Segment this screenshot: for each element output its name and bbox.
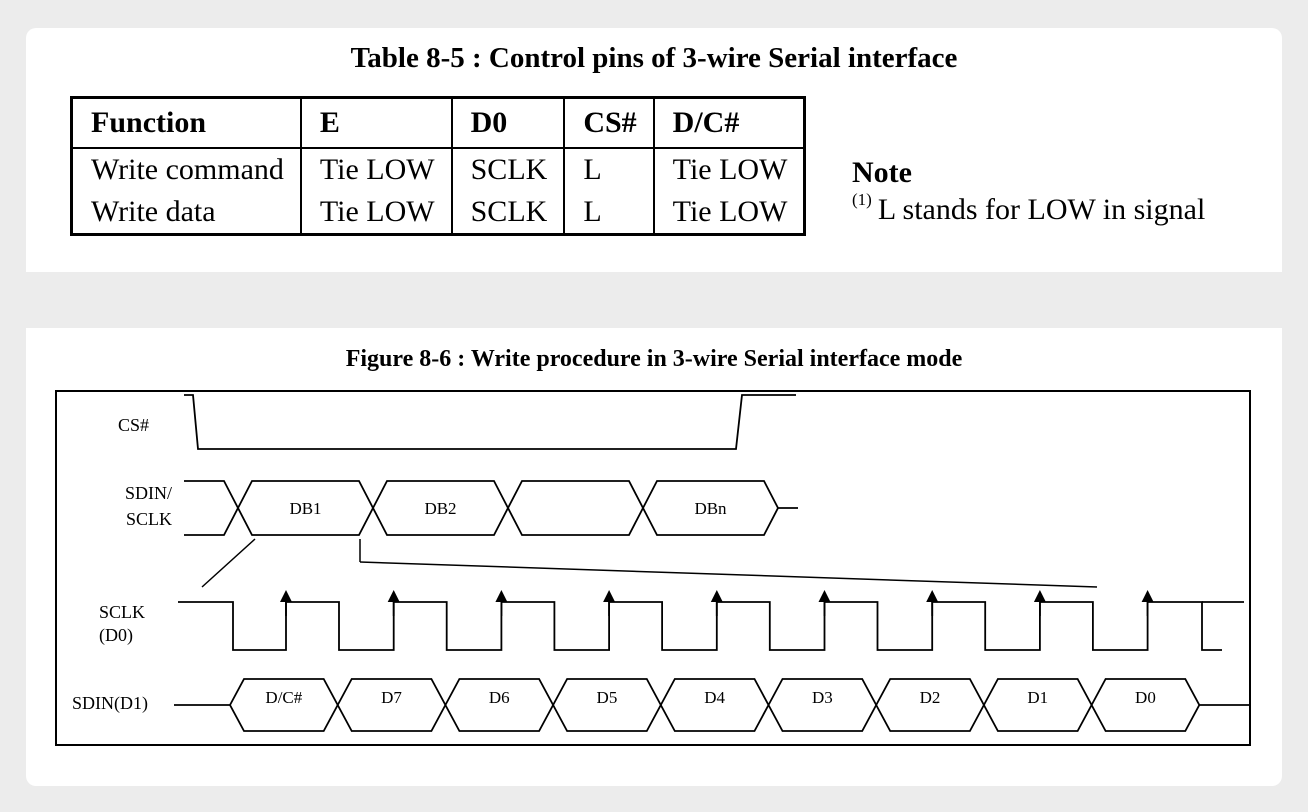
header-cs: CS# [563, 97, 655, 149]
sclk-edge-arrow [280, 590, 292, 602]
bit-label: D3 [812, 688, 833, 707]
bus-lead-bottom [184, 507, 239, 536]
zoom-guide-left [201, 538, 256, 588]
figure-card: Figure 8-6 : Write procedure in 3-wire S… [26, 328, 1282, 786]
header-e: E [299, 97, 453, 149]
control-pins-table: Function E D0 CS# D/C# Write command Tie… [69, 96, 807, 236]
sclk-edge-arrow [495, 590, 508, 602]
sclk-edge-arrow [818, 590, 831, 602]
sdin-d1-label: SDIN(D1) [72, 693, 148, 714]
sclk-edge-arrow [926, 590, 939, 602]
note-superscript: (1) [852, 190, 872, 209]
bit-label: D6 [489, 688, 510, 707]
cell-dc: Tie LOW [652, 148, 807, 191]
cell-e: Tie LOW [299, 191, 453, 235]
cell-dc: Tie LOW [652, 191, 807, 235]
bit-label: D5 [597, 688, 618, 707]
bit-label: D0 [1135, 688, 1156, 707]
sclk-line [178, 601, 1222, 651]
cell-function: Write data [69, 191, 302, 235]
table-title: Table 8-5 : Control pins of 3-wire Seria… [350, 42, 958, 74]
bus-byte-label: DBn [694, 499, 727, 518]
bit-label: D2 [920, 688, 941, 707]
sclk-edge-arrow [387, 590, 400, 602]
timing-diagram: CS# SDIN/ SCLK SCLK (D0) SDIN(D1) DB1 DB2… [55, 390, 1251, 746]
header-d0: D0 [450, 97, 566, 149]
table-card: Table 8-5 : Control pins of 3-wire Seria… [26, 28, 1282, 272]
cell-d0: SCLK [450, 191, 566, 235]
bit-label: D/C# [265, 688, 302, 707]
sdin-sclk-label-1: SDIN/ [125, 483, 172, 503]
cs-label: CS# [118, 415, 149, 435]
table-note: Note (1) L stands for LOW in signal [852, 156, 1205, 227]
bus-byte-label: DB2 [424, 499, 456, 518]
sclk-edge-arrow [710, 590, 723, 602]
cell-e: Tie LOW [299, 148, 453, 191]
cell-function: Write command [69, 148, 302, 191]
note-title: Note [852, 156, 912, 189]
cell-cs: L [563, 148, 655, 191]
bit-label: D4 [704, 688, 725, 707]
cs-waveform [184, 394, 796, 450]
bus-byte-shape [506, 480, 645, 536]
cell-cs: L [563, 191, 655, 235]
table-row: Write data Tie LOW SCLK L Tie LOW [69, 191, 807, 235]
bit-label: D7 [381, 688, 402, 707]
note-text: L stands for LOW in signal [877, 193, 1206, 226]
sclk-label-1: SCLK [99, 602, 145, 622]
sclk-edge-arrow [1033, 590, 1046, 602]
table-row: Write command Tie LOW SCLK L Tie LOW [69, 148, 807, 191]
cell-d0: SCLK [450, 148, 566, 191]
diagram-frame [55, 390, 1251, 746]
sdin-sclk-bus: DB1 DB2 DBn [184, 480, 798, 536]
sdin-d1-bits: D/C# D7 D6 D5 D4 D3 D2 D1 D0 [174, 678, 1250, 732]
sclk-edge-arrow [603, 590, 616, 602]
table-header-row: Function E D0 CS# D/C# [69, 97, 807, 149]
bus-byte-label: DB1 [289, 499, 321, 518]
sclk-waveform [178, 590, 1244, 651]
note-body: (1) L stands for LOW in signal [852, 190, 1205, 227]
sclk-edge-arrow [1141, 590, 1154, 602]
bus-lead-top [184, 480, 239, 509]
header-function: Function [69, 97, 302, 149]
zoom-guide-right [359, 561, 1098, 588]
header-dc: D/C# [652, 97, 807, 149]
figure-title: Figure 8-6 : Write procedure in 3-wire S… [345, 346, 963, 372]
sdin-sclk-label-2: SCLK [126, 509, 172, 529]
sclk-label-2: (D0) [99, 625, 133, 646]
bit-label: D1 [1027, 688, 1048, 707]
